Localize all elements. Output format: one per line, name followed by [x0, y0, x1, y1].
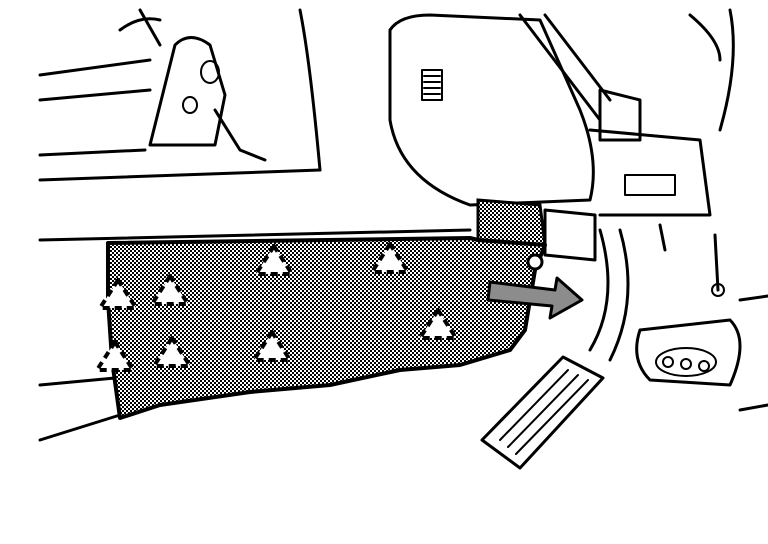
clip-location-triangle-icon	[370, 242, 410, 274]
pedal-assembly	[543, 208, 768, 412]
clip-location-triangle-icon	[152, 336, 192, 368]
dashboard-lines	[38, 8, 472, 442]
brake-pedal-pad	[655, 347, 717, 377]
clip-location-triangle-icon	[252, 330, 292, 362]
clip-location-triangle-icon	[418, 308, 458, 340]
steering-column-cover	[388, 13, 612, 207]
clip-location-triangle-icon	[254, 244, 294, 276]
lower-instrument-panel-cover	[106, 198, 547, 420]
clip-location-triangle-icon	[98, 278, 138, 310]
accelerator-pedal	[480, 355, 605, 470]
vent-slot-icon	[421, 69, 443, 101]
clip-markers	[95, 242, 458, 372]
removal-direction-arrow-icon	[486, 276, 584, 320]
clip-location-triangle-icon	[95, 340, 135, 372]
bracket	[148, 36, 267, 162]
lower-dash-right	[588, 8, 735, 217]
clip-location-triangle-icon	[150, 274, 190, 306]
